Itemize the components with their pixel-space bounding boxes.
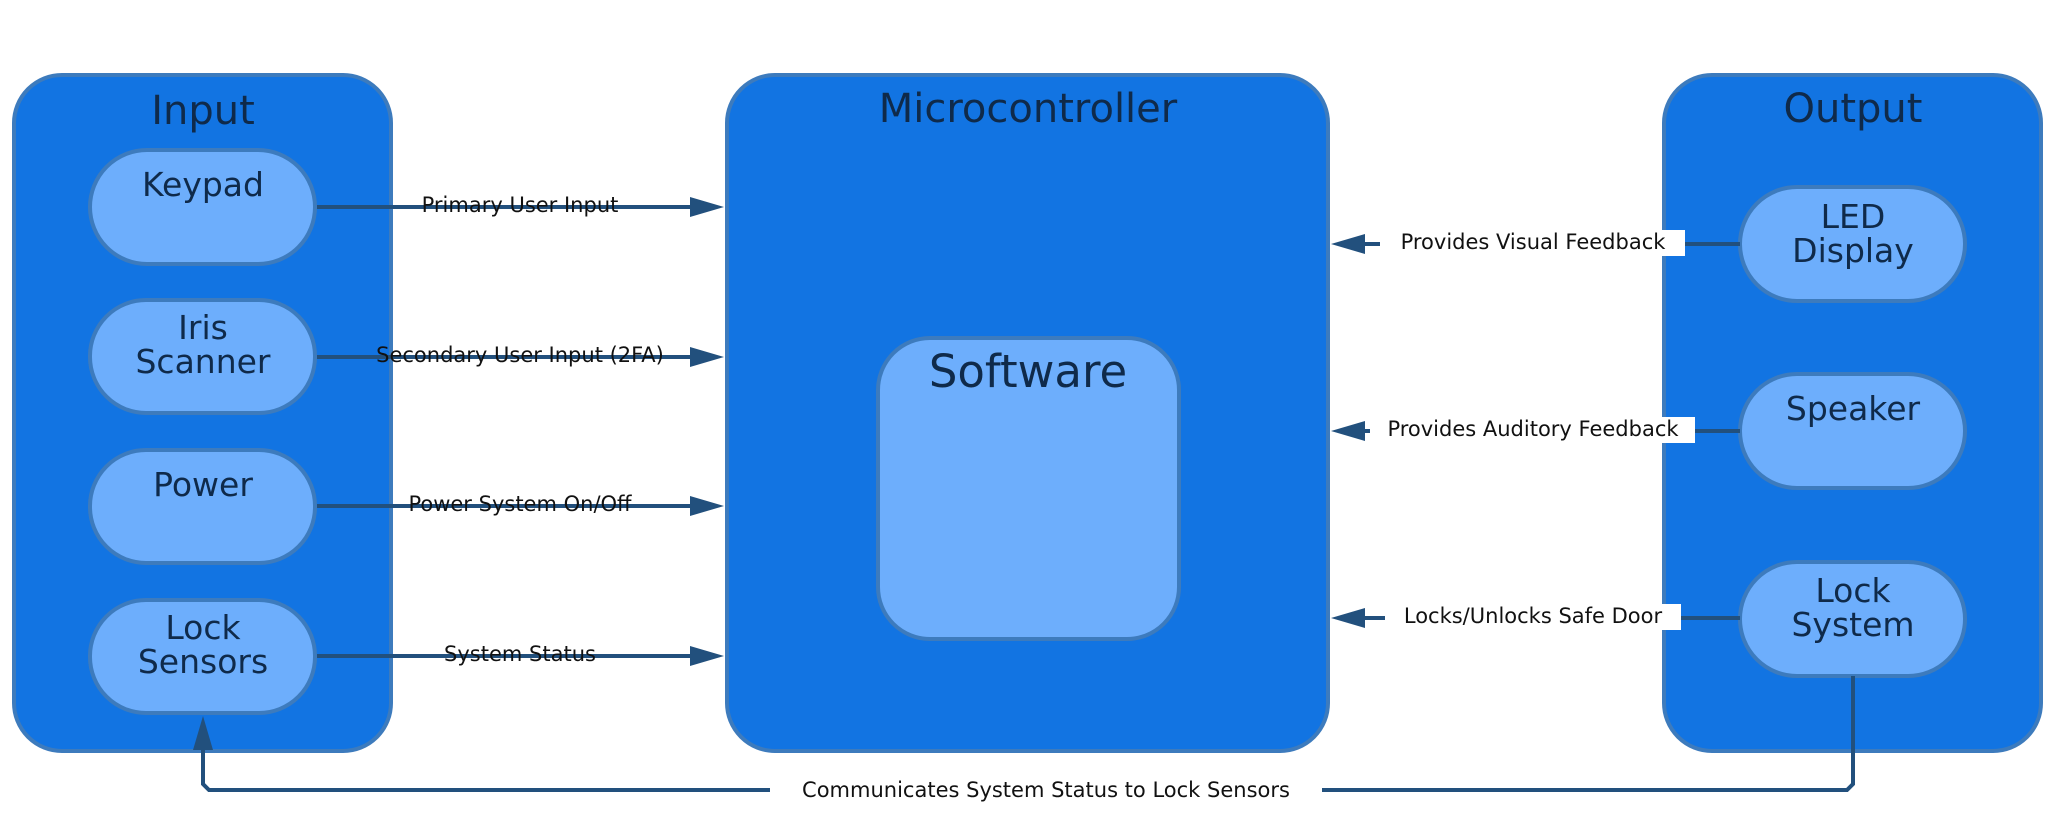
edge-iris-to-microcontroller: Secondary User Input (2FA) <box>317 343 724 367</box>
power-label: Power <box>153 465 253 504</box>
iris-scanner-label-line2: Scanner <box>135 342 270 381</box>
lock-system-label-line1: Lock <box>1815 571 1891 610</box>
edge-keypad-to-microcontroller: Primary User Input <box>317 193 724 217</box>
led-display-label-line2: Display <box>1792 231 1914 270</box>
iris-scanner-node: Iris Scanner <box>88 298 317 415</box>
keypad-label: Keypad <box>142 165 264 204</box>
lock-sensors-label-line1: Lock <box>165 608 241 647</box>
software-node: Software <box>876 336 1181 641</box>
edge-speaker-to-microcontroller: Provides Auditory Feedback <box>1331 417 1740 443</box>
iris-scanner-label-line1: Iris <box>178 308 228 347</box>
edge-speaker-label: Provides Auditory Feedback <box>1387 417 1679 441</box>
edge-lock-feedback-label: Communicates System Status to Lock Senso… <box>802 778 1290 802</box>
edge-lock-system-to-microcontroller: Locks/Unlocks Safe Door <box>1331 604 1740 630</box>
software-label: Software <box>929 345 1127 398</box>
edge-led-label: Provides Visual Feedback <box>1401 230 1667 254</box>
speaker-node: Speaker <box>1738 372 1967 490</box>
lock-sensors-label-line2: Sensors <box>138 642 268 681</box>
edge-iris-label: Secondary User Input (2FA) <box>376 343 664 367</box>
edge-power-label: Power System On/Off <box>408 492 632 516</box>
edge-lock-system-to-lock-sensors: Communicates System Status to Lock Senso… <box>193 676 1855 803</box>
lock-sensors-node: Lock Sensors <box>88 598 317 715</box>
speaker-label: Speaker <box>1786 389 1921 428</box>
edge-sensors-label: System Status <box>444 642 596 666</box>
led-display-label-line1: LED <box>1821 197 1886 236</box>
microcontroller-group-title: Microcontroller <box>879 86 1178 132</box>
power-node: Power <box>88 448 317 565</box>
led-display-node: LED Display <box>1738 185 1967 303</box>
edge-sensors-to-microcontroller: System Status <box>317 642 724 666</box>
edge-keypad-label: Primary User Input <box>422 193 619 217</box>
edge-lock-system-label: Locks/Unlocks Safe Door <box>1404 604 1663 628</box>
input-group-title: Input <box>151 88 255 134</box>
edge-power-to-microcontroller: Power System On/Off <box>317 492 724 516</box>
lock-system-node: Lock System <box>1738 560 1967 678</box>
output-group-title: Output <box>1784 86 1923 132</box>
lock-system-label-line2: System <box>1791 605 1914 644</box>
edge-led-to-microcontroller: Provides Visual Feedback <box>1331 230 1740 256</box>
keypad-node: Keypad <box>88 148 317 266</box>
